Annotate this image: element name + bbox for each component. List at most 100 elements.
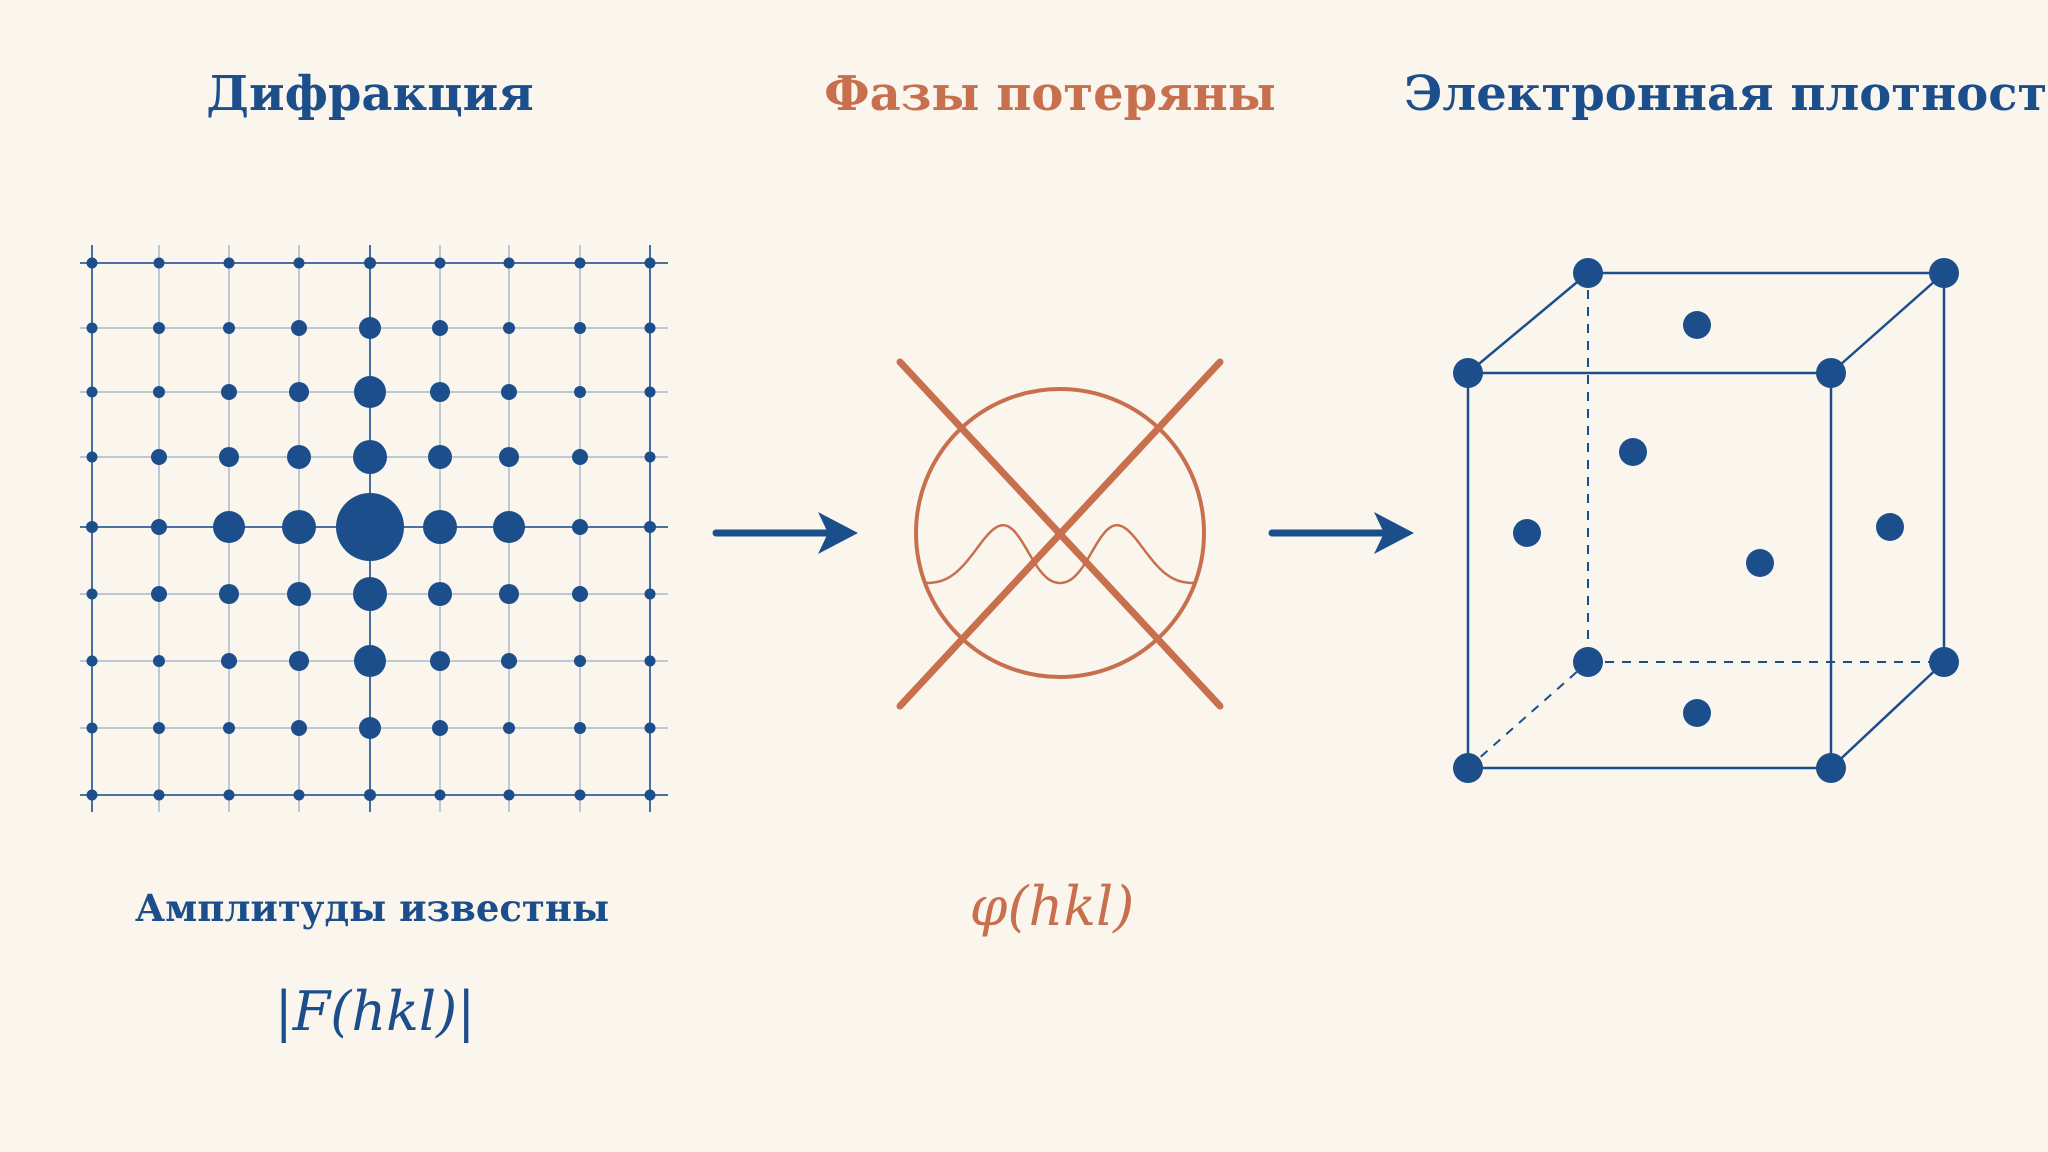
atom [1619,438,1647,466]
diffraction-spot [501,653,517,669]
diffraction-spot [503,257,515,269]
diffraction-pattern [80,245,668,812]
atom [1513,519,1541,547]
diffraction-spot [359,717,381,739]
diffraction-spot [86,655,98,667]
title-diffraction: Дифракция [206,66,534,122]
diffraction-spot [574,789,586,801]
diffraction-spot [644,451,656,463]
diffraction-spot [428,582,452,606]
diffraction-spot [499,447,519,467]
diffraction-spot [151,586,167,602]
atom [1816,753,1846,783]
diffraction-spot [219,447,239,467]
diffraction-spot [86,789,98,801]
diffraction-spot [428,445,452,469]
diffraction-spot [499,584,519,604]
diffraction-spot [223,722,235,734]
diffraction-spot [572,586,588,602]
diffraction-spot [503,722,515,734]
diffraction-spot [644,257,656,269]
diffraction-spot [572,449,588,465]
atom [1453,358,1483,388]
diffraction-spot [153,722,165,734]
diffraction-spot [359,317,381,339]
diffraction-spot [644,322,656,334]
diffraction-spot [86,451,98,463]
diffraction-spot [364,257,376,269]
diffraction-spot [223,789,235,801]
cube-lattice-icon [1466,271,1946,770]
atom [1683,311,1711,339]
diffraction-spot [153,257,165,269]
diffraction-spot [151,449,167,465]
diffraction-spot [503,789,515,801]
atom [1573,258,1603,288]
right-arrow-icon [1268,512,1414,554]
atom [1683,699,1711,727]
diffraction-spot [574,257,586,269]
title-electron-density: Электронная плотность [1404,66,2048,122]
diffraction-spot [151,519,167,535]
diffraction-spot [213,511,245,543]
formula-amplitude: |F(hkl)| [274,980,476,1043]
diffraction-spot [644,588,656,600]
atoms [1453,258,1959,783]
diffraction-spot [153,322,165,334]
diffraction-spot [221,653,237,669]
diffraction-spot [86,588,98,600]
diffraction-spot [364,789,376,801]
formula-phase: φ(hkl) [969,875,1135,938]
diffraction-spot [86,722,98,734]
atom [1573,647,1603,677]
diffraction-spot [86,386,98,398]
diffraction-spot [434,257,446,269]
diffraction-spot [354,645,386,677]
diffraction-spot [644,521,656,533]
diffraction-spot [423,510,457,544]
diffraction-spot [430,651,450,671]
diffraction-spot [289,382,309,402]
diffraction-spot [572,519,588,535]
diffraction-spot [153,386,165,398]
diffraction-spot [644,655,656,667]
diffraction-spot [644,722,656,734]
diffraction-spot [644,386,656,398]
diffraction-spot [574,386,586,398]
diffraction-spot [432,320,448,336]
diffraction-spot [223,257,235,269]
diffraction-spot [574,722,586,734]
diffraction-spot [293,789,305,801]
diffraction-spot [86,521,98,533]
atom [1929,258,1959,288]
caption-amplitudes-known: Амплитуды известны [134,886,610,930]
diffraction-spot [219,584,239,604]
diffraction-spot [493,511,525,543]
diffraction-spot [293,257,305,269]
diffraction-spot [287,582,311,606]
diffraction-spot [354,376,386,408]
crossed-out-circle-wave-icon [896,358,1224,710]
diffraction-spot [289,651,309,671]
diffraction-spot [434,789,446,801]
wave-curve [925,523,1195,585]
diffraction-spot [353,577,387,611]
diffraction-spot [501,384,517,400]
title-phases-lost: Фазы потеряны [824,66,1276,122]
atom [1929,647,1959,677]
atom [1746,549,1774,577]
diffraction-spot [86,257,98,269]
diffraction-spot [291,720,307,736]
diffraction-spot [86,322,98,334]
atom [1816,358,1846,388]
atom [1876,513,1904,541]
diffraction-spot [430,382,450,402]
diffraction-spot [282,510,316,544]
diffraction-spot [287,445,311,469]
diffraction-spot [353,440,387,474]
diffraction-spot [503,322,515,334]
diffraction-spot [574,322,586,334]
diffraction-spot [153,789,165,801]
right-arrow-icon [712,512,858,554]
